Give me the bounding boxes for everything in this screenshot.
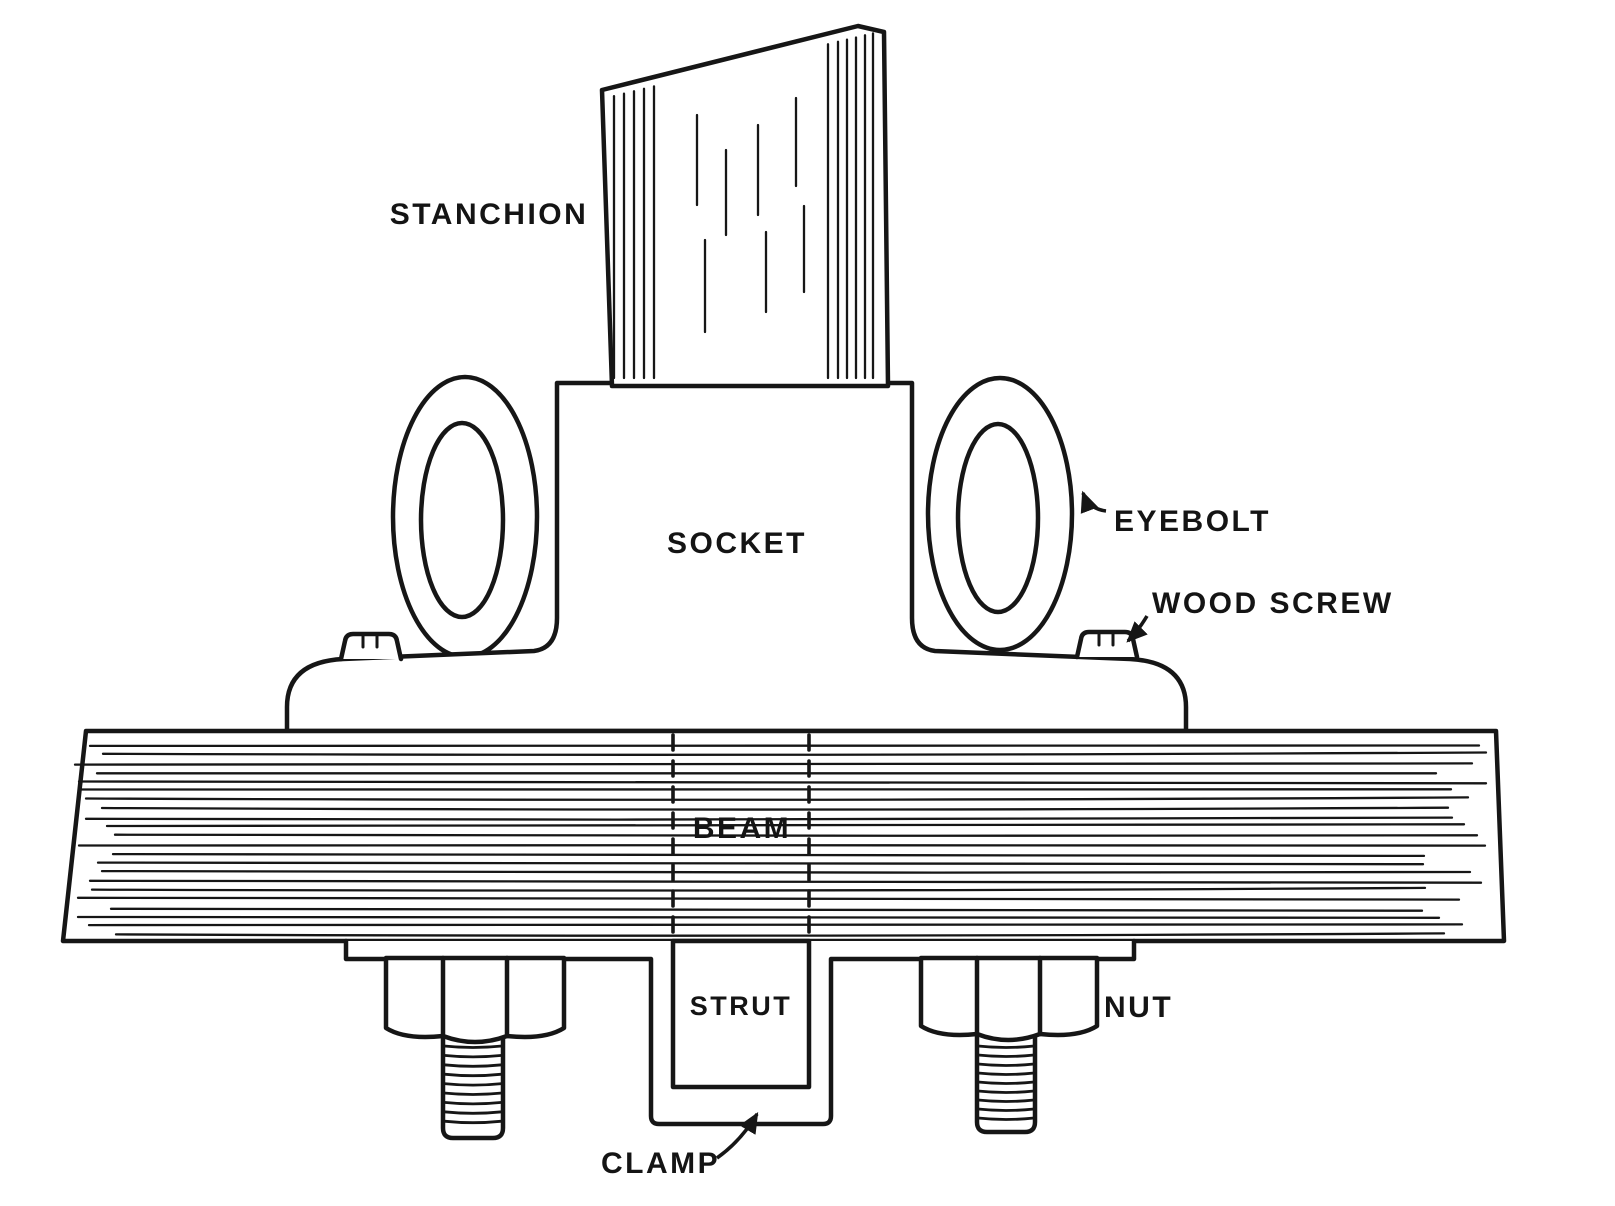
wood-screw-right-slot [1097,631,1115,647]
strut [670,938,812,1090]
eyebolt-right [925,375,1075,653]
wood-screw-left [338,631,404,662]
bolt-left-threads [442,1044,504,1125]
wood-screw-right-head [1074,629,1140,660]
stanchion-outline [599,23,891,389]
bolt-left [383,955,567,1141]
clamp-arrow [715,1111,759,1160]
wood-screw-arrow [1126,615,1149,643]
callout-arrows [715,490,1149,1160]
wood-screw-right [1074,629,1140,660]
bolt-right [918,955,1100,1135]
eyebolt-left-inner-ring [418,420,506,620]
wood-screw-left-slot [361,633,379,649]
label-clamp: CLAMP [601,1147,720,1180]
beam [60,728,1507,944]
nut-left-facets [440,955,510,1039]
wood-screw-left-head [338,631,404,662]
label-strut: STRUT [690,991,793,1021]
stanchion-grain [612,32,875,380]
label-eyebolt: EYEBOLT [1114,505,1271,538]
nut-right-facets [974,955,1043,1037]
strut-section [670,938,812,1090]
label-stanchion: STANCHION [390,198,589,231]
label-wood-screw: WOOD SCREW [1152,587,1394,620]
strut-hidden-edges [671,733,811,940]
nut-right [918,955,1100,1043]
labels: STANCHION SOCKET EYEBOLT WOOD SCREW BEAM… [390,198,1394,1180]
nut-left [383,955,567,1045]
eyebolt-left [390,374,540,660]
label-nut: NUT [1104,991,1173,1024]
stanchion [599,23,891,389]
eyebolt-right-inner-ring [955,421,1041,615]
eyebolt-arrow [1080,490,1107,514]
beam-grain [73,744,1488,937]
bolt-right-threads [976,1044,1036,1121]
label-beam: BEAM [693,812,791,845]
label-socket: SOCKET [667,527,807,560]
strut-label-bg [687,991,795,1023]
